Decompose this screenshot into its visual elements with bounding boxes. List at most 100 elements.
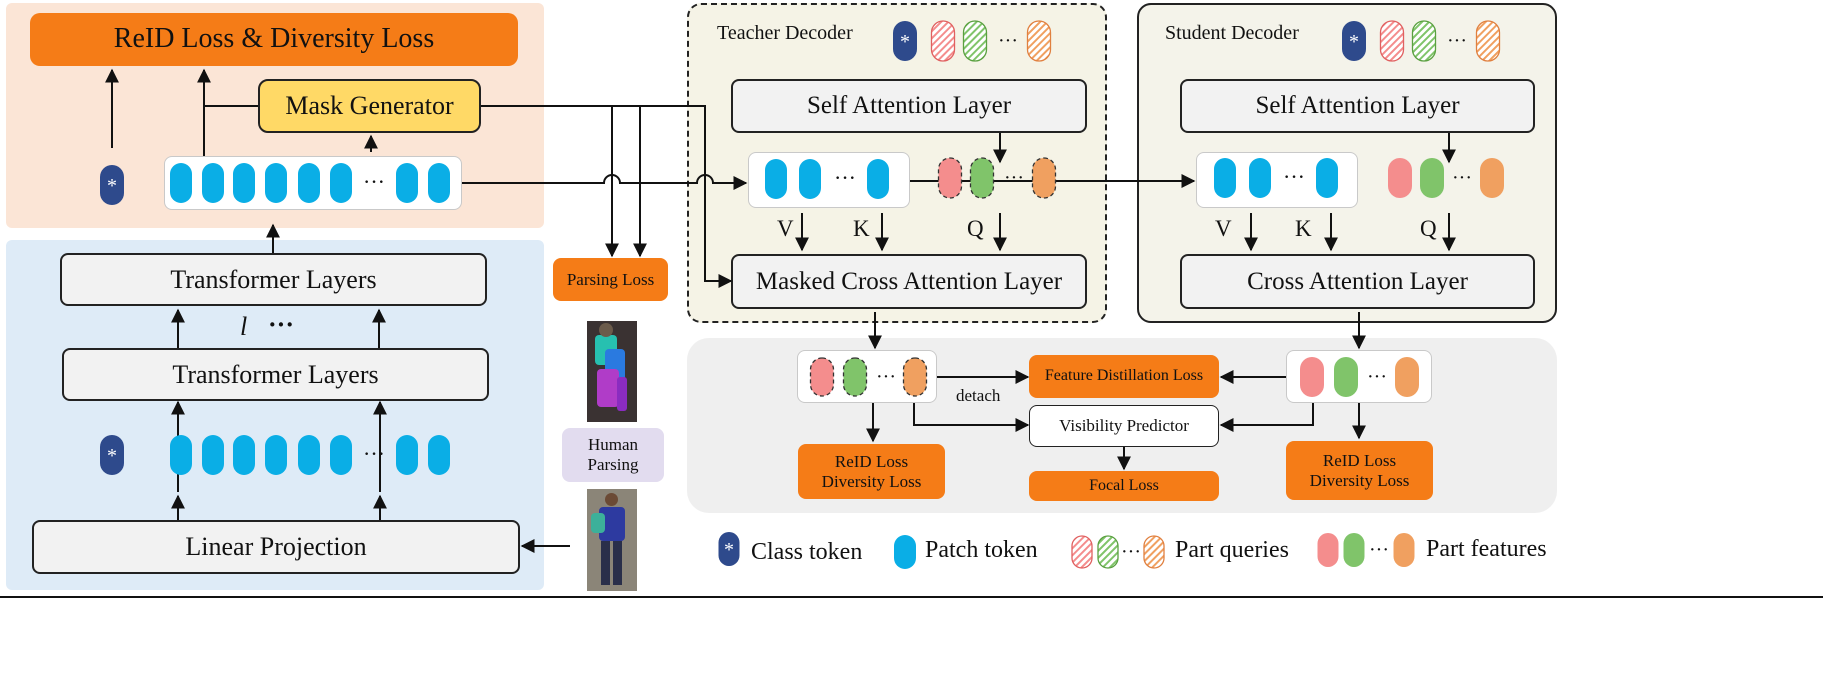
teacher-loss-line-2: Diversity Loss <box>821 471 922 491</box>
linear-projection-box: Linear Projection <box>32 520 520 574</box>
human-parsing-line-2: Parsing <box>587 455 639 474</box>
teacher-output-part-feature <box>902 357 928 397</box>
legend-part-features-label: Part features <box>1426 536 1547 562</box>
input-class-token <box>100 435 124 475</box>
focal-loss: Focal Loss <box>1029 471 1219 501</box>
input-patch-token <box>233 435 255 475</box>
teacher-output-part-feature <box>842 357 868 397</box>
teacher-decoder-title: Teacher Decoder <box>717 22 853 44</box>
legend-part-query <box>1143 535 1165 569</box>
legend-class-token-symbol: * <box>724 539 734 561</box>
student-kv-patch-token <box>1316 158 1338 198</box>
input-patch-token <box>170 435 192 475</box>
legend-part-feature <box>1393 533 1415 567</box>
output-patch-token <box>298 163 320 203</box>
legend-class-token <box>718 532 740 566</box>
student-output-part-feature <box>1395 357 1419 397</box>
teacher-q-part-feature <box>1031 157 1057 199</box>
student-kv-patch-token <box>1214 158 1236 198</box>
student-decoder-title: Student Decoder <box>1165 22 1299 44</box>
output-patch-token <box>330 163 352 203</box>
output-patch-token <box>202 163 224 203</box>
legend-patch-token-label: Patch token <box>925 537 1038 563</box>
teacher-output-part-feature <box>809 357 835 397</box>
teacher-loss-line-1: ReID Loss <box>834 451 909 471</box>
legend-part-query <box>1071 535 1093 569</box>
tokens-to-teacher-arrow <box>462 174 748 190</box>
transformer-layers-top: Transformer Layers <box>60 253 487 306</box>
legend-class-token-label: Class token <box>751 539 863 565</box>
teacher-header-part-query <box>962 20 988 62</box>
teacher-kv-ellipsis: ··· <box>834 165 856 190</box>
student-header-class-token-symbol: * <box>1349 31 1359 53</box>
legend-part-queries-label: Part queries <box>1175 537 1289 563</box>
feature-distillation-loss: Feature Distillation Loss <box>1029 355 1219 398</box>
student-v-label: V <box>1215 216 1232 241</box>
output-patch-token <box>170 163 192 203</box>
input-patch-token <box>298 435 320 475</box>
student-reid-diversity-loss: ReID Loss Diversity Loss <box>1286 441 1433 500</box>
legend-ellipsis: ··· <box>1369 539 1389 561</box>
teacher-parts-to-visibility <box>913 403 1030 432</box>
input-patch-token <box>396 435 418 475</box>
legend-patch-token <box>894 535 916 569</box>
output-class-token-symbol: * <box>107 175 117 197</box>
teacher-q-part-feature <box>937 157 963 199</box>
output-patch-token <box>396 163 418 203</box>
layer-repeat-l: l <box>240 312 248 341</box>
teacher-masked-cross-attention: Masked Cross Attention Layer <box>731 254 1087 309</box>
legend-part-feature <box>1317 533 1339 567</box>
student-q-part-feature <box>1420 158 1444 198</box>
student-output-part-feature <box>1300 357 1324 397</box>
student-header-class-token <box>1342 21 1366 61</box>
student-loss-line-1: ReID Loss <box>1322 450 1397 470</box>
teacher-header-part-query <box>1026 20 1052 62</box>
output-patch-token <box>265 163 287 203</box>
input-patch-token <box>265 435 287 475</box>
input-patch-token <box>330 435 352 475</box>
visibility-predictor: Visibility Predictor <box>1029 405 1219 447</box>
student-loss-line-2: Diversity Loss <box>1309 470 1410 490</box>
student-kv-ellipsis: ··· <box>1283 164 1305 189</box>
legend-part-feature <box>1343 533 1365 567</box>
output-patch-token <box>233 163 255 203</box>
input-class-token-symbol: * <box>107 445 117 467</box>
student-q-ellipsis: ··· <box>1452 167 1472 189</box>
output-class-token <box>100 165 124 205</box>
input-patch-token <box>202 435 224 475</box>
student-output-part-feature <box>1334 357 1358 397</box>
teacher-q-label: Q <box>967 216 984 241</box>
input-pedestrian-image <box>587 489 637 591</box>
parsing-result-image <box>587 321 637 422</box>
teacher-reid-diversity-loss: ReID Loss Diversity Loss <box>798 444 945 499</box>
legend-ellipsis: ··· <box>1121 541 1141 563</box>
mask-to-cross-attention-arrow <box>481 105 733 288</box>
student-header-ellipsis: ··· <box>1447 30 1467 52</box>
reid-diversity-loss-box: ReID Loss & Diversity Loss <box>30 13 518 66</box>
student-self-attention: Self Attention Layer <box>1180 79 1535 133</box>
student-parts-to-visibility <box>1219 403 1314 432</box>
student-k-label: K <box>1295 216 1312 241</box>
student-header-part-query <box>1475 20 1501 62</box>
layer-repeat-dots: ··· <box>268 310 295 339</box>
output-patch-token <box>428 163 450 203</box>
teacher-output-ellipsis: ··· <box>876 366 896 388</box>
teacher-kv-patch-token <box>765 159 787 199</box>
student-q-part-feature <box>1480 158 1504 198</box>
teacher-self-attention: Self Attention Layer <box>731 79 1087 133</box>
teacher-header-class-token <box>893 21 917 61</box>
student-kv-patch-token <box>1249 158 1271 198</box>
human-parsing-line-1: Human <box>587 435 639 455</box>
teacher-q-ellipsis: ··· <box>1004 167 1024 189</box>
student-output-ellipsis: ··· <box>1367 366 1387 388</box>
teacher-header-ellipsis: ··· <box>998 30 1018 52</box>
transformer-layers-bottom: Transformer Layers <box>62 348 489 401</box>
input-patch-token <box>428 435 450 475</box>
output-ellipsis: ··· <box>363 169 385 194</box>
mask-generator-box: Mask Generator <box>258 79 481 133</box>
student-cross-attention: Cross Attention Layer <box>1180 254 1535 309</box>
legend-part-query <box>1097 535 1119 569</box>
student-header-part-query <box>1379 20 1405 62</box>
